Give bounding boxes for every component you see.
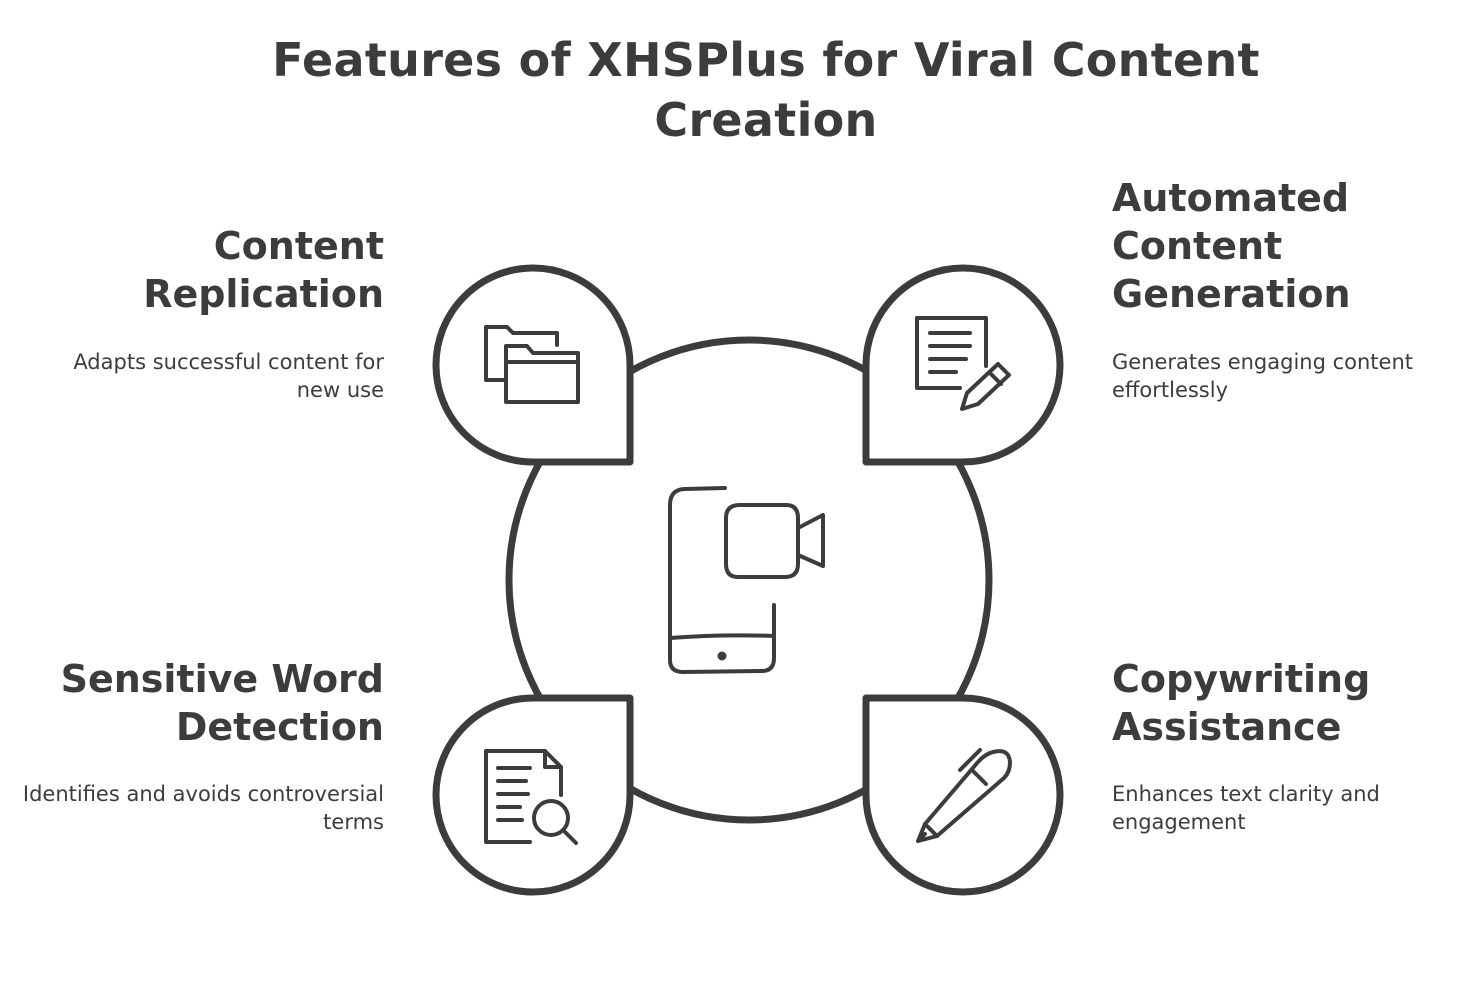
node-bottom-left-teardrop	[432, 694, 634, 896]
phone-video-camera-icon	[668, 486, 825, 674]
node-top-left-teardrop	[432, 264, 634, 466]
feature-description-copywriting-assistance: Enhances text clarity and engagement	[1112, 782, 1380, 834]
feature-title-content-replication: Content Replication	[143, 224, 384, 316]
feature-description-content-replication: Adapts successful content for new use	[73, 350, 384, 402]
feature-description-automated-content-generation: Generates engaging content effortlessly	[1112, 350, 1414, 402]
pen-icon	[916, 748, 1012, 843]
folders-icon	[484, 325, 580, 404]
document-search-icon	[484, 749, 578, 845]
node-top-right-teardrop	[862, 264, 1064, 466]
node-bottom-right-teardrop	[862, 694, 1064, 896]
feature-title-sensitive-word-detection: Sensitive Word Detection	[60, 657, 384, 749]
feature-description-sensitive-word-detection: Identifies and avoids controversial term…	[22, 782, 384, 834]
feature-title-automated-content-generation: Automated Content Generation	[1112, 176, 1351, 316]
feature-title-copywriting-assistance: Copywriting Assistance	[1112, 657, 1371, 749]
page-title: Features of XHSPlus for Viral Content Cr…	[272, 33, 1260, 147]
document-pencil-icon	[915, 316, 1011, 411]
